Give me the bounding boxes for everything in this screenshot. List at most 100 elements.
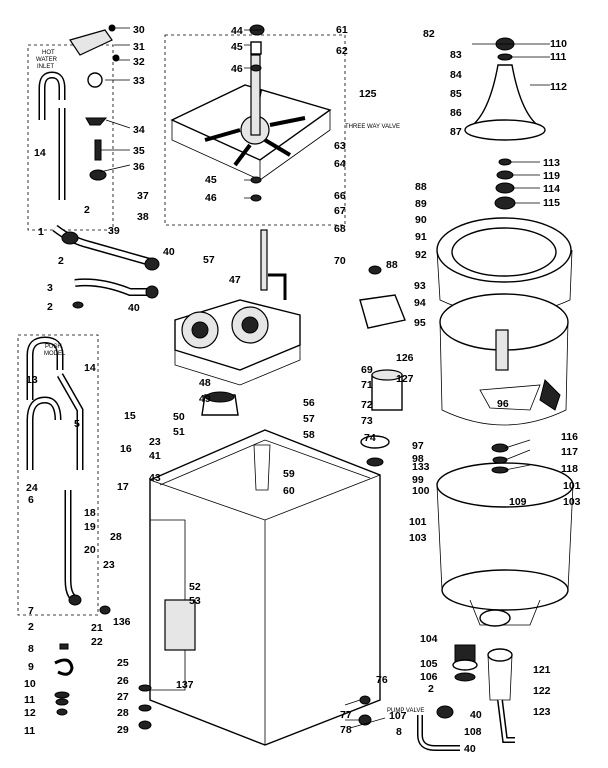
callout: 27 <box>117 691 129 703</box>
callout: 12 <box>24 707 36 719</box>
callout: 91 <box>415 231 427 243</box>
outer-tub <box>436 217 573 426</box>
drain-pump <box>417 644 515 751</box>
callout: 10 <box>24 678 36 690</box>
callout: 126 <box>396 352 414 364</box>
callout: 98 <box>412 453 424 465</box>
callout: 51 <box>173 426 185 438</box>
callout: 46 <box>231 63 243 75</box>
callout: 100 <box>412 485 430 497</box>
callout: 21 <box>91 622 103 634</box>
callout: 40 <box>464 743 476 755</box>
lower-tub <box>436 443 574 627</box>
callout: 83 <box>450 49 462 61</box>
callout: 45 <box>205 174 217 186</box>
callout: 6 <box>28 494 34 506</box>
callout: 16 <box>120 443 132 455</box>
callout: 8 <box>28 643 34 655</box>
callout: 5 <box>74 418 80 430</box>
callout: 45 <box>231 41 243 53</box>
callout: 7 <box>28 605 34 617</box>
callout: 74 <box>364 432 376 444</box>
callout: 47 <box>229 274 241 286</box>
callout-labels: 30 31 32 33 34 35 36 14 2 1 2 39 40 3 2 … <box>24 24 581 755</box>
callout: 136 <box>113 616 131 628</box>
callout: 93 <box>414 280 426 292</box>
callout: 115 <box>543 197 560 209</box>
callout: 88 <box>386 259 398 271</box>
callout: 31 <box>133 41 145 53</box>
callout: 63 <box>334 140 346 152</box>
leader-lines <box>99 27 550 729</box>
small-label: HOT <box>42 50 55 56</box>
transmission <box>174 229 301 416</box>
callout: 19 <box>84 521 96 533</box>
callout: 70 <box>334 255 346 267</box>
callout: 57 <box>203 254 215 266</box>
small-label: THREE WAY VALVE <box>345 124 400 130</box>
pump-motor <box>359 265 406 467</box>
callout: 43 <box>149 472 161 484</box>
callout: 133 <box>412 461 430 473</box>
callout: 103 <box>563 496 581 508</box>
callout: 59 <box>283 468 295 480</box>
callout: 22 <box>91 636 103 648</box>
callout: 86 <box>450 107 462 119</box>
water-hoses <box>52 224 160 309</box>
small-label: WATER <box>36 57 58 63</box>
callout: 33 <box>133 75 145 87</box>
callout: 15 <box>124 410 136 422</box>
callout: 137 <box>176 679 194 691</box>
callout: 46 <box>205 192 217 204</box>
callout: 106 <box>420 671 438 683</box>
cabinet-frame <box>149 429 381 746</box>
callout: 67 <box>334 205 346 217</box>
callout: 66 <box>334 190 346 202</box>
callout: 105 <box>420 658 438 670</box>
callout: 17 <box>117 481 129 493</box>
callout: 103 <box>409 532 427 544</box>
callout: 23 <box>103 559 115 571</box>
callout: 60 <box>283 485 295 497</box>
callout: 96 <box>497 398 509 410</box>
callout: 34 <box>133 124 145 136</box>
callout: 92 <box>415 249 427 261</box>
callout: 11 <box>24 694 35 706</box>
callout: 23 <box>149 436 161 448</box>
hardware <box>54 643 372 730</box>
callout: 8 <box>396 726 402 738</box>
callout: 11 <box>24 725 35 737</box>
callout: 99 <box>412 474 424 486</box>
callout: 39 <box>108 225 120 237</box>
callout: 53 <box>189 595 201 607</box>
callout: 40 <box>163 246 175 258</box>
callout: 32 <box>133 56 145 68</box>
callout: 2 <box>58 255 64 267</box>
callout: 97 <box>412 440 424 452</box>
callout: 88 <box>415 181 427 193</box>
callout: 89 <box>415 198 427 210</box>
callout: 85 <box>450 88 462 100</box>
callout: 76 <box>376 674 388 686</box>
callout: 25 <box>117 657 129 669</box>
callout: 28 <box>110 531 122 543</box>
callout: 101 <box>563 480 581 492</box>
small-label: INLET <box>37 64 54 70</box>
callout: 107 <box>389 710 407 722</box>
callout: 35 <box>133 145 145 157</box>
callout: 52 <box>189 581 201 593</box>
callout: 41 <box>149 450 161 462</box>
callout: 109 <box>509 496 527 508</box>
callout: 28 <box>117 707 129 719</box>
callout: 123 <box>533 706 551 718</box>
callout: 30 <box>133 24 145 36</box>
callout: 44 <box>231 25 243 37</box>
callout: 36 <box>133 161 145 173</box>
callout: 2 <box>47 301 53 313</box>
callout: 69 <box>361 364 373 376</box>
callout: 24 <box>26 482 38 494</box>
small-label: PUSH <box>45 344 62 350</box>
callout: 118 <box>561 463 578 475</box>
callout: 84 <box>450 69 462 81</box>
